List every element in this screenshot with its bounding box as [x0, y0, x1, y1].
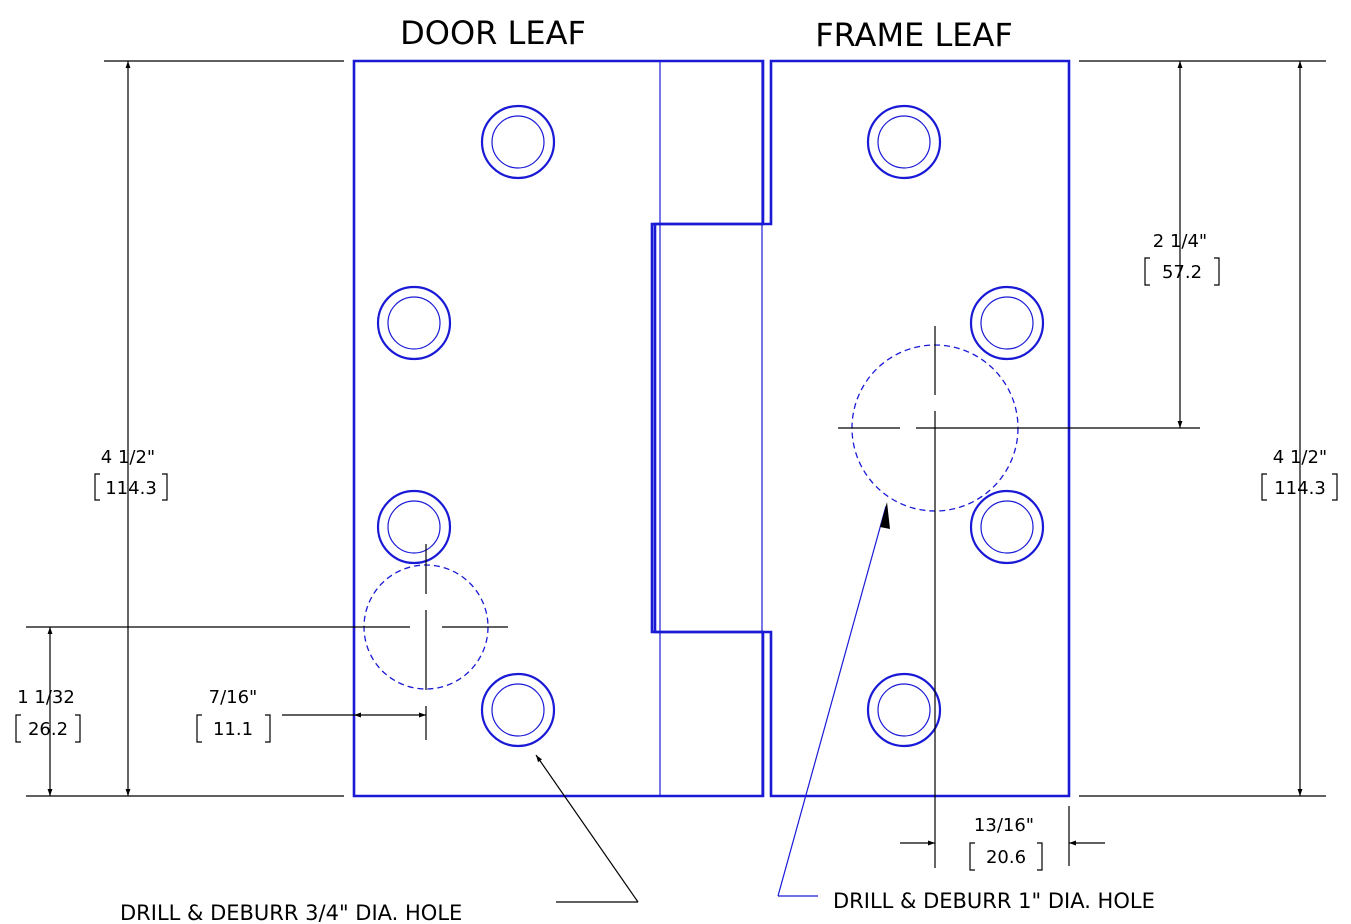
right-height-imperial: 4 1/2" — [1273, 447, 1327, 468]
leader-lines-blue — [777, 505, 887, 897]
door-screw-hole — [480, 672, 556, 748]
frame-hole-from-edge-imperial: 13/16" — [974, 815, 1034, 836]
door-hole-from-bottom-metric: 26.2 — [28, 719, 68, 740]
door-screw-hole — [376, 285, 452, 361]
frame-hole-from-top-metric: 57.2 — [1162, 262, 1202, 283]
centerlines — [350, 326, 1200, 868]
frame-leaf — [653, 59, 1071, 798]
door-screw-hole — [376, 489, 452, 565]
door-leaf-outline — [352, 59, 765, 798]
door-hole-from-bottom-imperial: 1 1/32 — [17, 687, 75, 708]
door-leaf-title: DOOR LEAF — [400, 14, 586, 52]
frame-screw-hole — [969, 285, 1045, 361]
door-hole-from-edge-imperial: 7/16" — [209, 687, 258, 708]
door-leaf — [352, 59, 765, 798]
frame-screw-hole — [866, 104, 942, 180]
frame-hole-leader-arrowhead — [880, 502, 890, 529]
door-hole-from-edge-metric: 11.1 — [213, 719, 253, 740]
frame-hole-note: DRILL & DEBURR 1" DIA. HOLE — [833, 889, 1155, 913]
frame-hole-from-edge-metric: 20.6 — [986, 847, 1026, 868]
door-screw-hole — [480, 104, 556, 180]
left-height-imperial: 4 1/2" — [101, 447, 155, 468]
right-height-metric: 114.3 — [1274, 478, 1326, 499]
frame-leaf-title: FRAME LEAF — [815, 16, 1013, 54]
dimension-geometry — [15, 60, 1338, 903]
door-hole-note: DRILL & DEBURR 3/4" DIA. HOLE — [120, 901, 462, 924]
frame-hole-from-top-imperial: 2 1/4" — [1153, 231, 1207, 252]
left-height-metric: 114.3 — [105, 478, 157, 499]
frame-screw-hole — [866, 672, 942, 748]
frame-screw-hole — [969, 489, 1045, 565]
frame-leaf-outline — [653, 59, 1071, 798]
frame-hole-leader — [777, 505, 887, 897]
